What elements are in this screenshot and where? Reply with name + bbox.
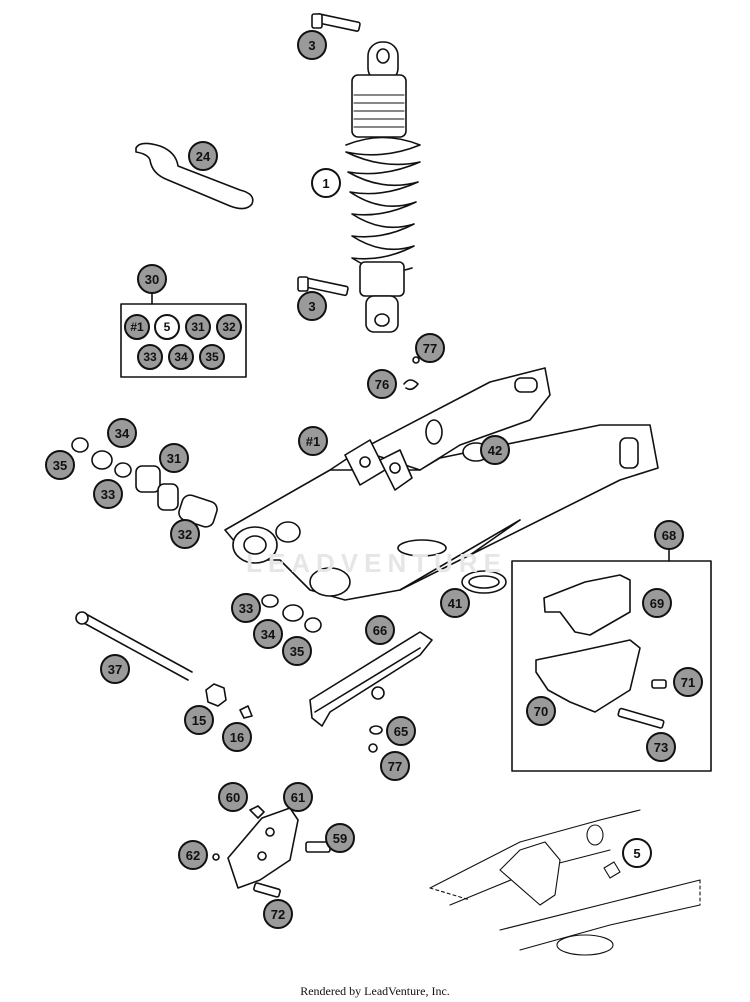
kit-item-5[interactable]: 5 — [154, 314, 180, 340]
callout-59[interactable]: 59 — [325, 823, 355, 853]
chain-guide — [543, 574, 631, 636]
swingarm — [224, 367, 659, 601]
callout-24[interactable]: 24 — [188, 141, 218, 171]
guide-nut-60 — [249, 805, 265, 819]
chain-guide-bracket — [535, 639, 641, 713]
footer-credit: Rendered by LeadVenture, Inc. — [300, 984, 450, 998]
callout-33-right[interactable]: 33 — [231, 593, 261, 623]
callout-68[interactable]: 68 — [654, 520, 684, 550]
callout-37[interactable]: 37 — [100, 654, 130, 684]
callout-60[interactable]: 60 — [218, 782, 248, 812]
callout-35-left[interactable]: 35 — [45, 450, 75, 480]
kit-item-34[interactable]: 34 — [168, 344, 194, 370]
spanner-wrench — [135, 142, 254, 210]
callout-32[interactable]: 32 — [170, 519, 200, 549]
callout-5[interactable]: 5 — [622, 838, 652, 868]
callout-69[interactable]: 69 — [642, 588, 672, 618]
clip-76 — [403, 379, 419, 391]
pin-77 — [412, 356, 420, 364]
kit-item-31[interactable]: 31 — [185, 314, 211, 340]
pivot-axle — [75, 611, 193, 681]
callout-71[interactable]: 71 — [673, 667, 703, 697]
shock-absorber — [345, 41, 421, 333]
guide-bolt-73 — [617, 707, 665, 729]
axle-cap — [239, 705, 253, 719]
callout-77-top[interactable]: 77 — [415, 333, 445, 363]
callout-73[interactable]: 73 — [646, 732, 676, 762]
detail-inset — [429, 809, 701, 956]
kit-item-33[interactable]: 33 — [137, 344, 163, 370]
kit-item-32[interactable]: 32 — [216, 314, 242, 340]
callout-77-bottom[interactable]: 77 — [380, 751, 410, 781]
slider-washer — [369, 725, 383, 735]
watermark: LEADVENTURE — [246, 548, 508, 578]
bushing-41 — [461, 570, 507, 594]
callout-16[interactable]: 16 — [222, 722, 252, 752]
callout-41[interactable]: 41 — [440, 588, 470, 618]
kit-item-35[interactable]: 35 — [199, 344, 225, 370]
lower-chain-guide — [227, 807, 299, 889]
callout-swingarm[interactable]: #1 — [298, 426, 328, 456]
shock-bolt-top — [311, 13, 361, 32]
guide-bolt-72 — [253, 882, 281, 898]
callout-62[interactable]: 62 — [178, 840, 208, 870]
guide-bolt-71 — [651, 679, 667, 689]
pivot-bearings — [71, 437, 322, 633]
callout-34-left[interactable]: 34 — [107, 418, 137, 448]
callout-15[interactable]: 15 — [184, 705, 214, 735]
callout-30[interactable]: 30 — [137, 264, 167, 294]
callout-35-right[interactable]: 35 — [282, 636, 312, 666]
callout-65[interactable]: 65 — [386, 716, 416, 746]
callout-61[interactable]: 61 — [283, 782, 313, 812]
callout-33-left[interactable]: 33 — [93, 479, 123, 509]
callout-42[interactable]: 42 — [480, 435, 510, 465]
callout-3-top[interactable]: 3 — [297, 30, 327, 60]
kit-item-1[interactable]: #1 — [124, 314, 150, 340]
shock-bolt-bottom — [297, 276, 349, 297]
callout-66[interactable]: 66 — [365, 615, 395, 645]
guide-pin-62 — [212, 853, 220, 861]
callout-3-bottom[interactable]: 3 — [297, 291, 327, 321]
callout-1[interactable]: 1 — [311, 168, 341, 198]
callout-70[interactable]: 70 — [526, 696, 556, 726]
axle-nut — [205, 683, 227, 707]
callout-34-right[interactable]: 34 — [253, 619, 283, 649]
slider-screw — [368, 743, 378, 753]
callout-31[interactable]: 31 — [159, 443, 189, 473]
callout-72[interactable]: 72 — [263, 899, 293, 929]
callout-76[interactable]: 76 — [367, 369, 397, 399]
chain-slider — [309, 631, 433, 727]
